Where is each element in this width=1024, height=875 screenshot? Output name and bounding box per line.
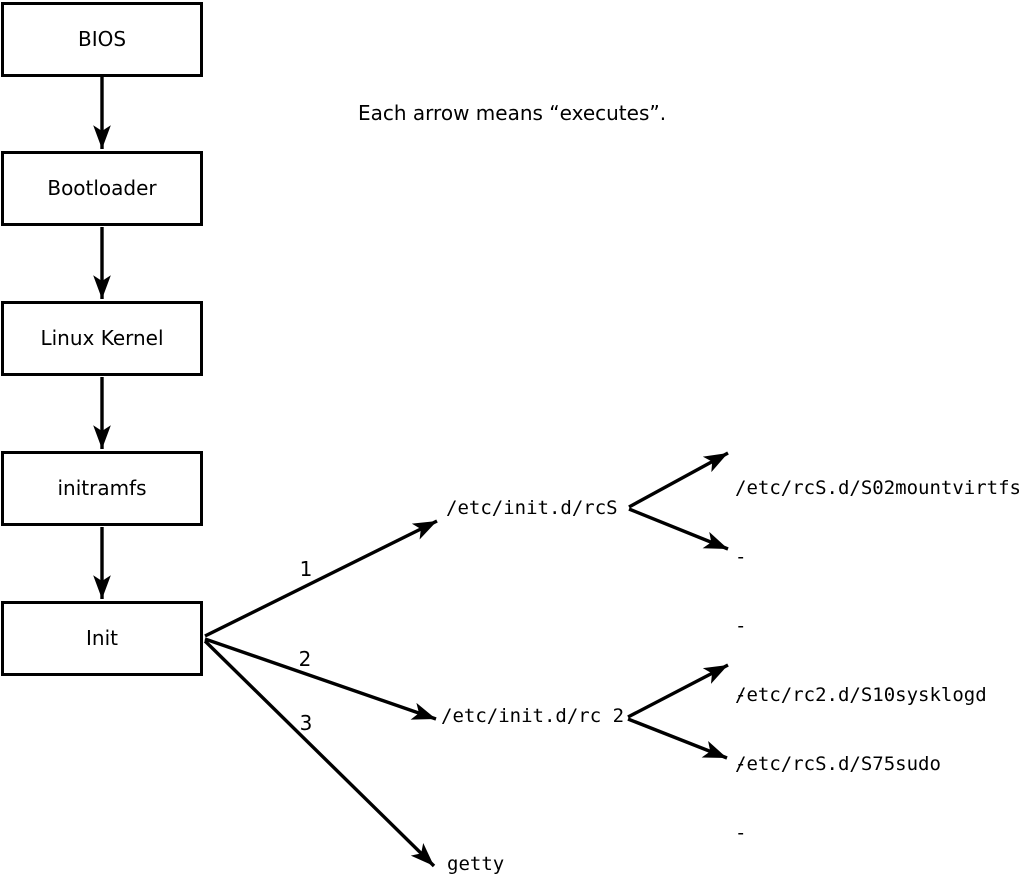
arrow-init-to-rc2 bbox=[204, 637, 437, 721]
arrow-rc2-to-last-script bbox=[627, 717, 728, 760]
linux-kernel-label: Linux Kernel bbox=[40, 326, 164, 350]
bootloader-label: Bootloader bbox=[47, 176, 157, 200]
arrow-rc2-to-first-script bbox=[627, 663, 729, 719]
branch-1-number: 1 bbox=[299, 557, 313, 581]
rc2-script-item: /etc/rc2.d/S10sysklogd bbox=[735, 684, 987, 706]
branch-2-number: 2 bbox=[298, 647, 312, 671]
rcs-script-ellipsis: - bbox=[735, 546, 747, 568]
rcs-script-ellipsis: - bbox=[735, 615, 747, 637]
rcs-script-item: /etc/rcS.d/S75sudo bbox=[735, 753, 941, 775]
rcs-path-label: /etc/init.d/rcS bbox=[446, 497, 618, 519]
rcs-script-list: /etc/rcS.d/S02mountvirtfs - - - /etc/rcS… bbox=[735, 432, 1021, 821]
arrow-init-to-rcs bbox=[204, 519, 438, 638]
rc2-script-ellipsis: - bbox=[735, 822, 747, 844]
rcs-script-item: /etc/rcS.d/S02mountvirtfs bbox=[735, 477, 1021, 499]
rc2-script-list: /etc/rc2.d/S10sysklogd - - - /etc/rc2.d/… bbox=[735, 639, 987, 875]
rc2-script-ellipsis: - bbox=[735, 753, 747, 775]
initramfs-label: initramfs bbox=[57, 476, 147, 500]
arrow-rcs-to-first-script bbox=[628, 451, 729, 509]
bios-label: BIOS bbox=[77, 27, 127, 51]
arrow-init-to-getty bbox=[203, 639, 436, 868]
caption: Each arrow means “executes”. bbox=[358, 101, 667, 125]
rc2-path-label: /etc/init.d/rc 2 bbox=[441, 705, 625, 727]
linux-kernel-box: Linux Kernel bbox=[1, 301, 203, 376]
initramfs-box: initramfs bbox=[1, 451, 203, 526]
rcs-script-ellipsis: - bbox=[735, 684, 747, 706]
branch-3-number: 3 bbox=[299, 711, 313, 735]
init-box: Init bbox=[1, 601, 203, 676]
arrow-rcs-to-last-script bbox=[628, 507, 729, 551]
bootloader-box: Bootloader bbox=[1, 151, 203, 226]
bios-box: BIOS bbox=[1, 2, 203, 77]
init-label: Init bbox=[86, 626, 118, 650]
getty-label: getty bbox=[447, 853, 505, 875]
